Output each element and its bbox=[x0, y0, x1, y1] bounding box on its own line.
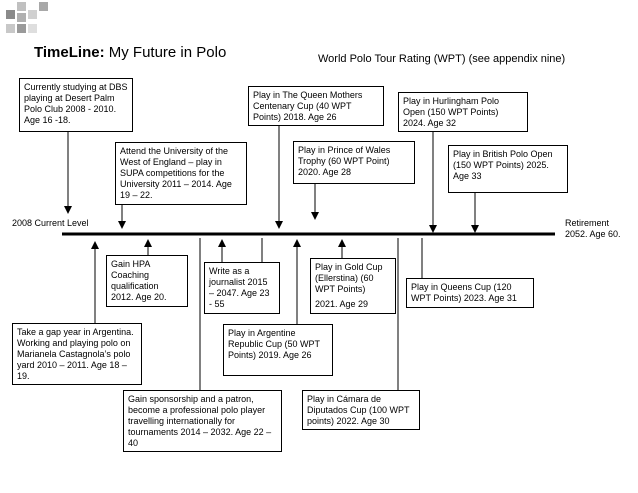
event-box: Gain HPA Coaching qualification 2012. Ag… bbox=[106, 255, 188, 307]
event-box: Gain sponsorship and a patron, become a … bbox=[123, 390, 282, 452]
page-subtitle: World Polo Tour Rating (WPT) (see append… bbox=[318, 53, 566, 65]
event-box: Play in The Queen Mothers Centenary Cup … bbox=[248, 86, 384, 126]
event-box: Currently studying at DBS playing at Des… bbox=[19, 78, 133, 132]
event-box: Play in Argentine Republic Cup (50 WPT P… bbox=[223, 324, 333, 376]
event-box: Write as a journalist 2015 – 2047. Age 2… bbox=[204, 262, 280, 314]
event-box: Take a gap year in Argentina. Working an… bbox=[12, 323, 142, 385]
event-text: Play in Gold Cup (Ellerstina) (60 WPT Po… bbox=[315, 262, 383, 294]
decorative-squares bbox=[6, 2, 48, 33]
timeline-start-label: 2008 Current Level bbox=[12, 218, 89, 228]
event-box: Play in Hurlingham Polo Open (150 WPT Po… bbox=[398, 92, 528, 132]
event-year: 2021. Age 29 bbox=[315, 299, 369, 309]
event-box: Play in Gold Cup (Ellerstina) (60 WPT Po… bbox=[310, 258, 396, 314]
timeline-end-year: 2052. Age 60. bbox=[565, 229, 621, 239]
event-box: Attend the University of the West of Eng… bbox=[115, 142, 247, 205]
timeline-end-label: Retirement bbox=[565, 218, 610, 228]
event-box: Play in British Polo Open (150 WPT Point… bbox=[448, 145, 568, 193]
event-box: Play in Prince of Wales Trophy (60 WPT P… bbox=[293, 141, 415, 184]
event-box: Play in Cámara de Diputados Cup (100 WPT… bbox=[302, 390, 420, 430]
event-box: Play in Queens Cup (120 WPT Points) 2023… bbox=[406, 278, 534, 308]
page-title: TimeLine: My Future in Polo bbox=[34, 44, 227, 61]
